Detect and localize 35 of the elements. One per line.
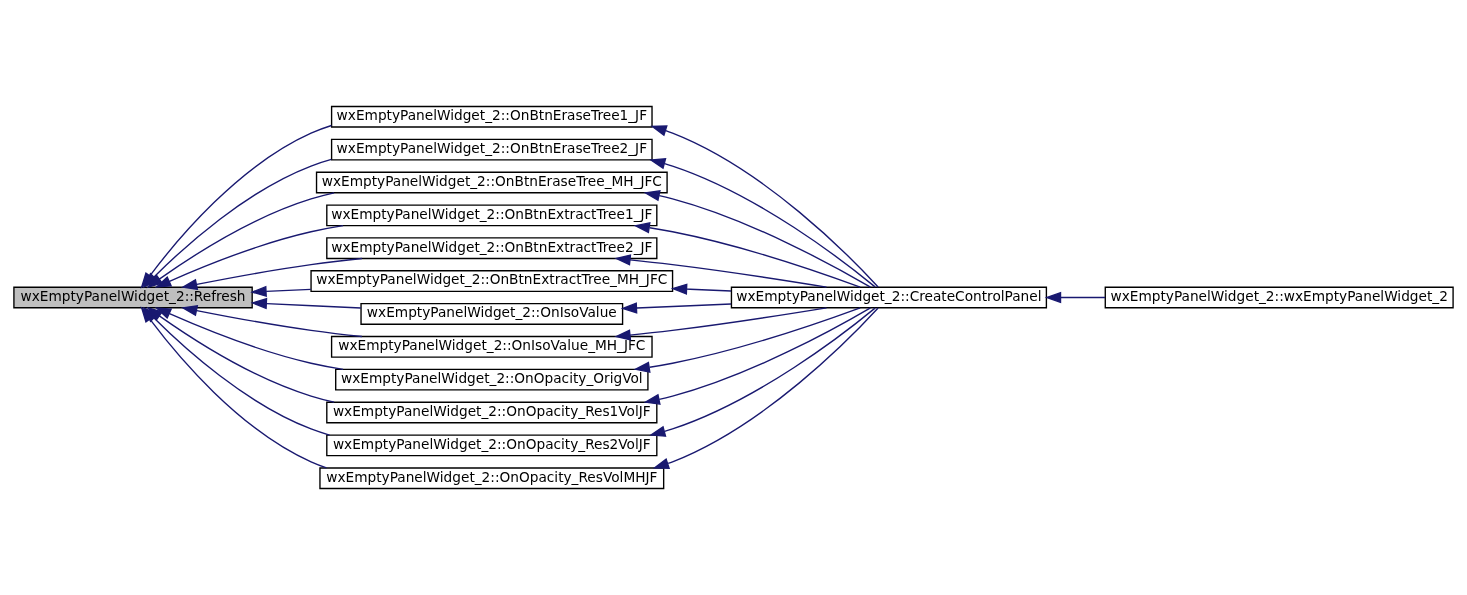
arrow [643, 307, 872, 405]
arrow [670, 283, 732, 295]
arrow [649, 158, 876, 288]
node-box: wxEmptyPanelWidget_2::OnBtnEraseTree2_JF [330, 138, 653, 161]
arrow [633, 222, 861, 288]
arrow [633, 307, 861, 373]
node-box: wxEmptyPanelWidget_2::OnBtnEraseTree_MH_JFC [315, 171, 668, 194]
node-box: wxEmptyPanelWidget_2::wxEmptyPanelWidget_2 [1104, 286, 1454, 309]
arrow [643, 190, 872, 288]
arrow [180, 304, 363, 338]
node-box: wxEmptyPanelWidget_2::OnOpacity_Res1VolJF [326, 401, 658, 424]
arrow [649, 307, 876, 437]
arrow [652, 307, 879, 469]
node-box: wxEmptyPanelWidget_2::OnIsoValue_MH_JFC [330, 335, 653, 358]
arrow [180, 257, 363, 291]
node-box: wxEmptyPanelWidget_2::OnOpacity_Res2VolJF [326, 434, 658, 457]
node-box: wxEmptyPanelWidget_2::OnIsoValue [360, 302, 624, 325]
arrow [620, 302, 732, 314]
arrow [250, 297, 362, 310]
node-box: wxEmptyPanelWidget_2::OnBtnExtractTree1_JF [326, 204, 658, 227]
arrow [154, 224, 344, 288]
arrow [614, 254, 828, 288]
node-box: wxEmptyPanelWidget_2::OnBtnExtractTree_MH_JFC [310, 270, 674, 293]
node-box: wxEmptyPanelWidget_2::OnOpacity_OrigVol [335, 368, 649, 391]
node-box: wxEmptyPanelWidget_2::OnOpacity_ResVolMHJF [319, 467, 665, 490]
node-box: wxEmptyPanelWidget_2::CreateControlPanel [730, 286, 1048, 309]
node-box: wxEmptyPanelWidget_2::OnBtnExtractTree2_JF [326, 237, 658, 260]
node-box: wxEmptyPanelWidget_2::OnBtnEraseTree1_JF [330, 105, 653, 128]
arrow [650, 125, 879, 288]
arrow [250, 285, 312, 298]
arrow [614, 307, 828, 341]
arrow [154, 307, 344, 371]
node-box: wxEmptyPanelWidget_2::Refresh [13, 286, 253, 309]
arrow [146, 192, 335, 289]
arrow [1044, 291, 1106, 304]
